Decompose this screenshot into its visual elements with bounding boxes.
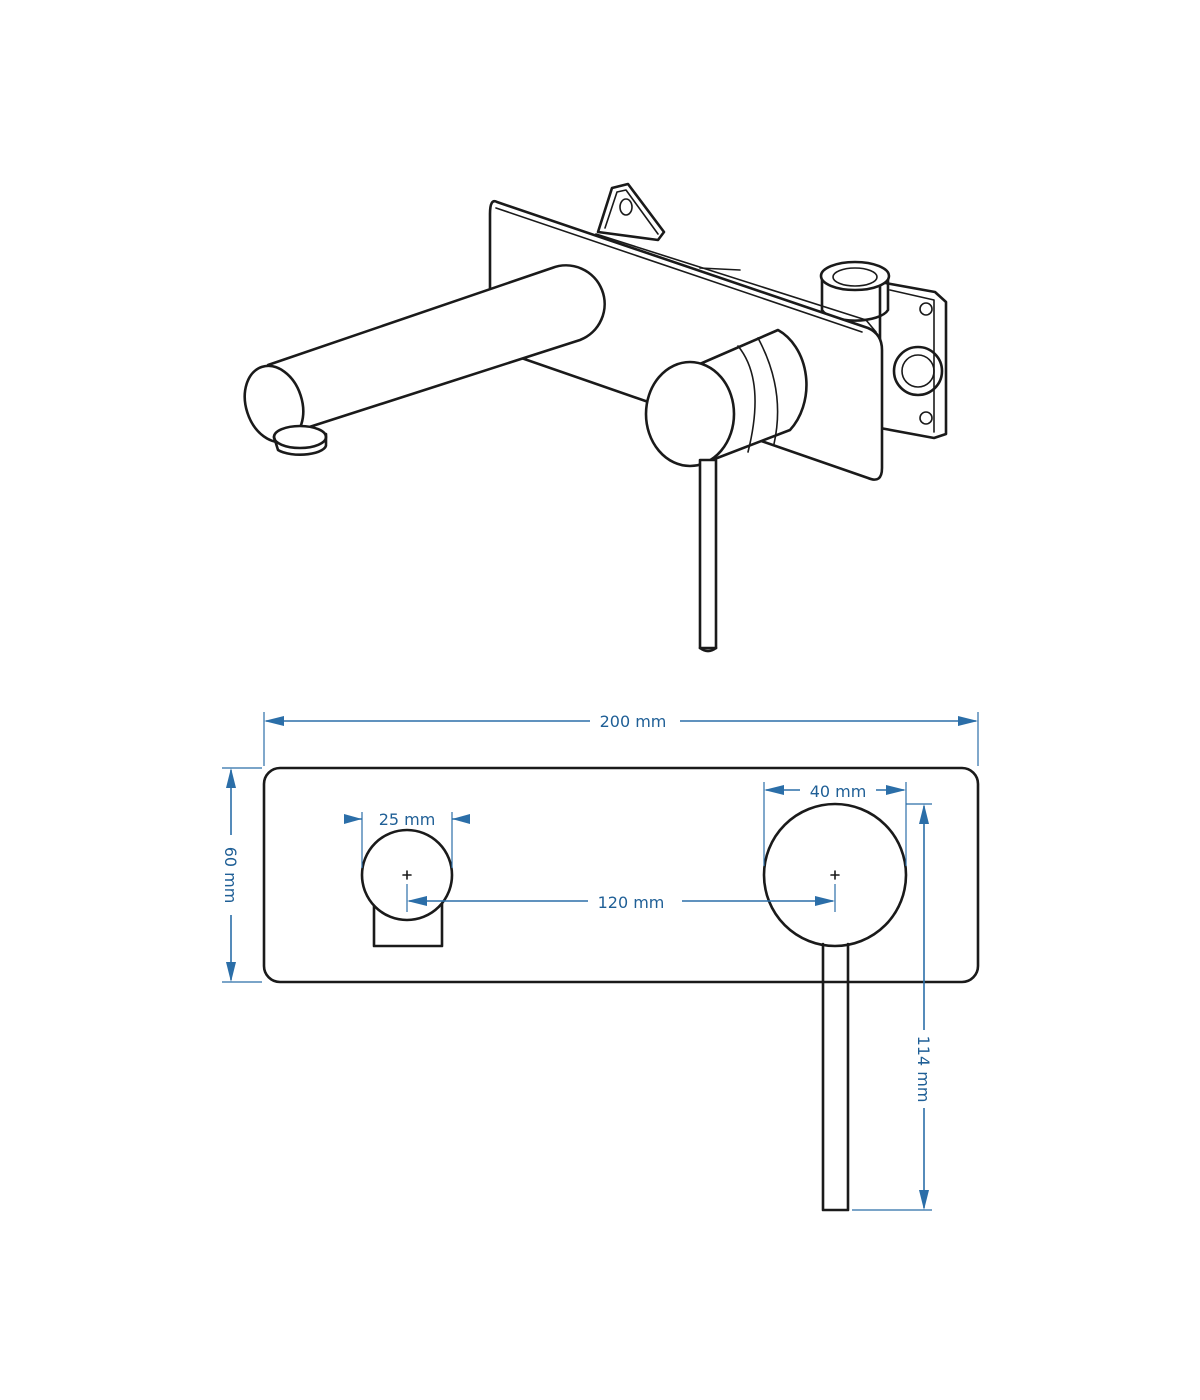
dimension-60: 60 mm <box>221 767 262 983</box>
dim-spout-diameter: 25 mm <box>379 810 436 829</box>
front-spout <box>360 828 454 948</box>
dimension-114: 114 mm <box>852 803 933 1211</box>
dim-center-distance: 120 mm <box>598 893 665 912</box>
dim-plate-height: 60 mm <box>221 847 240 904</box>
mixer-handle <box>644 328 808 468</box>
dimension-25: 25 mm <box>344 810 470 868</box>
dim-total-height: 114 mm <box>914 1036 933 1103</box>
front-plate <box>262 766 980 984</box>
dim-overall-width: 200 mm <box>600 712 667 731</box>
dimension-120: 120 mm <box>406 884 836 912</box>
dimension-200: 200 mm <box>263 712 979 766</box>
front-handle <box>762 802 908 1212</box>
spout <box>243 264 606 456</box>
front-view <box>262 766 980 1212</box>
bracket-top-tab <box>596 182 666 242</box>
pipe-connector <box>819 260 891 322</box>
lever <box>698 458 718 653</box>
dimension-40: 40 mm <box>763 782 907 866</box>
bracket-body-right <box>878 280 948 440</box>
dim-handle-diameter: 40 mm <box>810 782 867 801</box>
isometric-view <box>243 182 948 653</box>
